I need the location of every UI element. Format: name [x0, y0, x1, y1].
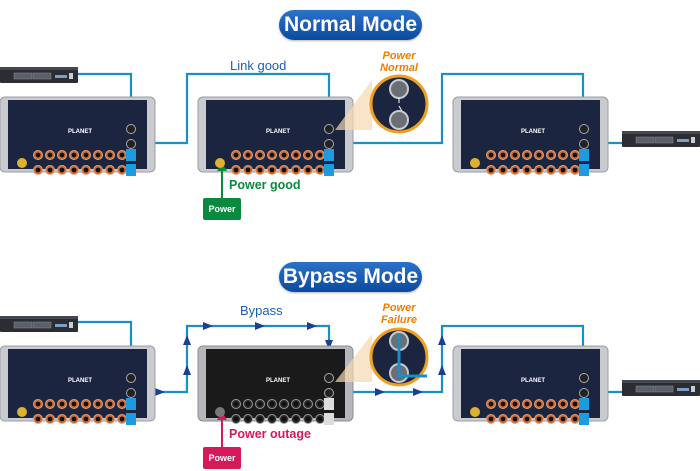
normal-mode-title: Normal Mode [279, 10, 422, 40]
cable-device1-to-device2 [137, 72, 331, 145]
network-switch-right-b [621, 379, 700, 397]
power-normal-callout [335, 74, 429, 134]
network-switch-left [0, 66, 79, 84]
bypass-label: Bypass [240, 303, 283, 318]
flow-arrow [155, 388, 165, 396]
power-button-red: Power [203, 447, 241, 469]
power-good-label: Power good [229, 178, 301, 192]
flow-arrow [203, 322, 213, 330]
power-connector [215, 158, 225, 168]
sfp-port [126, 398, 136, 410]
bypass-flow-arrows [155, 322, 446, 396]
power-connector [470, 407, 480, 417]
planet-logo: PLANET [266, 129, 290, 135]
power-button-green: Power [203, 198, 241, 220]
flow-arrow [255, 322, 265, 330]
flow-arrow [375, 388, 385, 396]
power-failure-line2: Failure [380, 314, 418, 326]
device-panel-details: PLANET [215, 373, 334, 425]
bypass-port [579, 139, 589, 149]
power-connector [17, 407, 27, 417]
flow-arrow [438, 365, 446, 375]
link-good-label: Link good [230, 58, 287, 73]
planet-logo: PLANET [521, 129, 545, 135]
sfp-port [126, 149, 136, 161]
power-failure-line1: Power [382, 302, 416, 314]
sfp-port [324, 149, 334, 161]
bypass-port [324, 139, 334, 149]
planet-logo: PLANET [68, 378, 92, 384]
planet-logo: PLANET [266, 378, 290, 384]
device-panel-details: PLANET [215, 124, 334, 176]
power-connector [215, 407, 225, 417]
connector-top [389, 79, 409, 99]
sfp-port [579, 398, 589, 410]
power-normal-line1: Power [382, 50, 416, 62]
planet-logo: PLANET [521, 378, 545, 384]
bypass-mode-section [0, 315, 700, 422]
connector-bottom [389, 110, 409, 130]
sfp-port [126, 413, 136, 425]
sfp-port [579, 149, 589, 161]
sfp-port [126, 164, 136, 176]
bypass-port [126, 388, 136, 398]
flow-arrow [325, 340, 333, 350]
power-normal-label: Power Normal [374, 50, 424, 74]
device-panel-details: PLANET [17, 124, 136, 176]
bypass-port [579, 388, 589, 398]
normal-mode-section [0, 66, 700, 173]
flow-arrow [438, 335, 446, 345]
flow-arrow [307, 322, 317, 330]
bypass-port [126, 124, 136, 134]
power-outage-label: Power outage [229, 427, 311, 441]
bypass-mode-title: Bypass Mode [279, 262, 422, 292]
bypass-port [579, 124, 589, 134]
sfp-port [324, 413, 334, 425]
device-panel-details: PLANET [17, 373, 136, 425]
bypass-port [126, 139, 136, 149]
cable-device2-to-device3 [335, 72, 585, 145]
bypass-port [324, 373, 334, 383]
bypass-port [126, 373, 136, 383]
network-switch-right [621, 130, 700, 148]
bypass-port [324, 124, 334, 134]
power-connector [470, 158, 480, 168]
bypass-port [579, 373, 589, 383]
network-switch-left-b [0, 315, 79, 333]
sfp-port [579, 164, 589, 176]
sfp-port [324, 164, 334, 176]
sfp-port [579, 413, 589, 425]
planet-logo: PLANET [68, 129, 92, 135]
device-panel-details: PLANET [470, 373, 589, 425]
sfp-port [324, 398, 334, 410]
device-panel-details: PLANET [470, 124, 589, 176]
flow-arrow [183, 365, 191, 375]
power-failure-callout [335, 327, 429, 387]
power-connector [17, 158, 27, 168]
power-normal-line2: Normal [380, 62, 418, 74]
flow-arrow [183, 335, 191, 345]
bypass-port [324, 388, 334, 398]
flow-arrow [413, 388, 423, 396]
power-failure-label: Power Failure [374, 302, 424, 326]
